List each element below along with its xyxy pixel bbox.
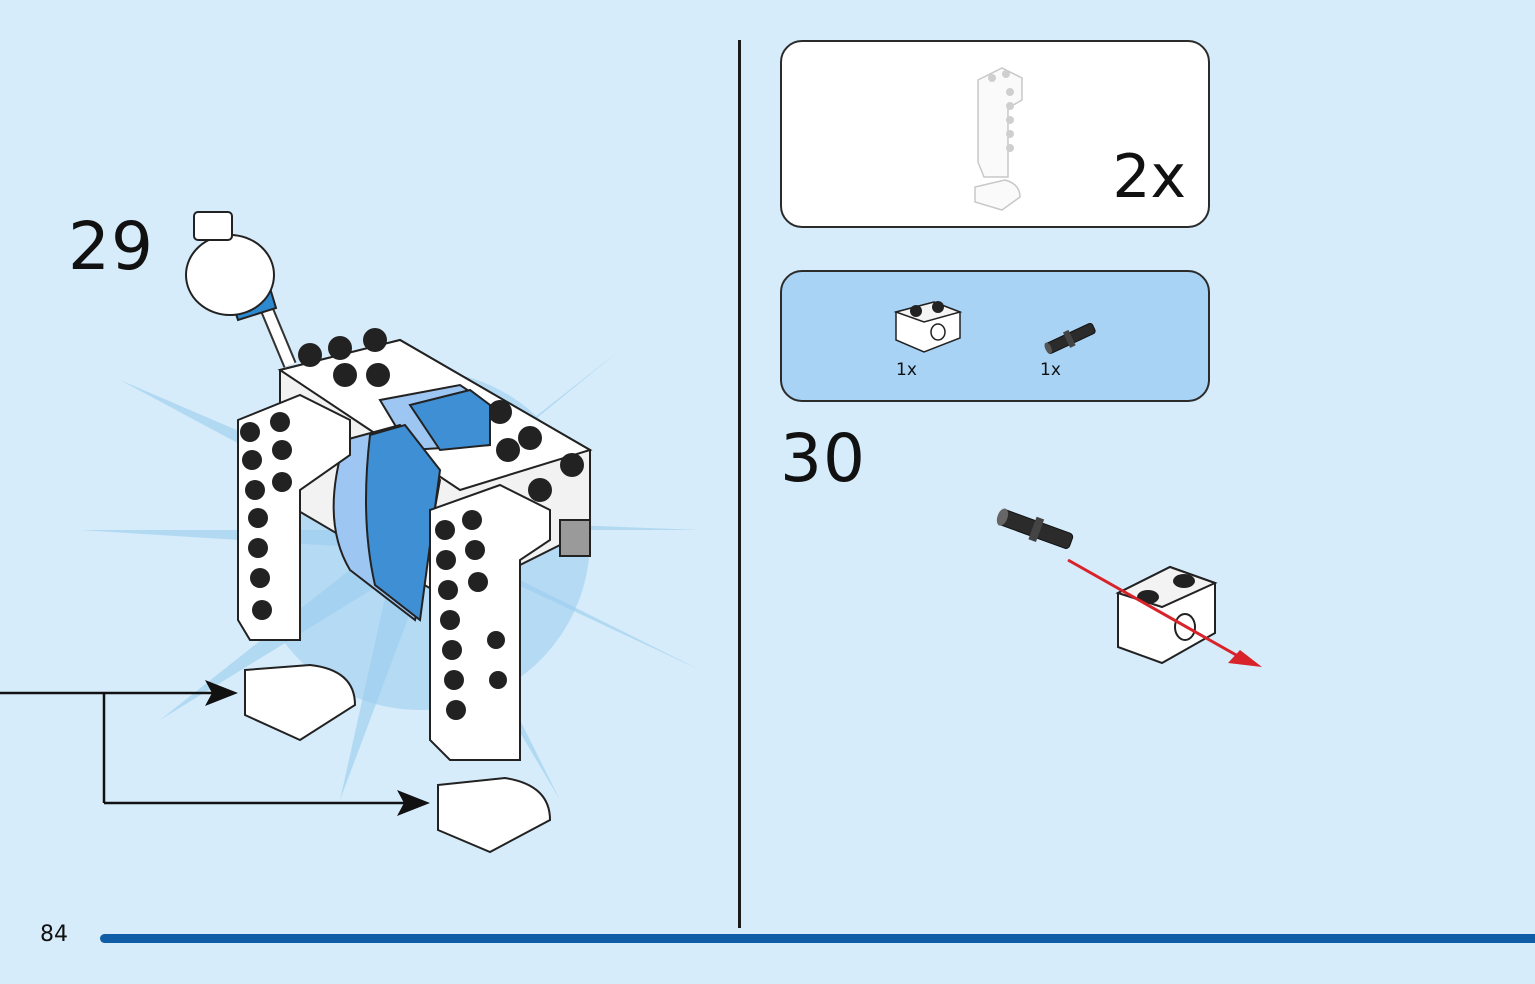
page-divider: [738, 40, 741, 928]
back-leg: [237, 393, 357, 742]
step-30-number: 30: [780, 420, 866, 497]
step-30-illustration: [996, 508, 1262, 667]
tail: [185, 211, 297, 368]
subassembly-callout: 2x: [780, 40, 1210, 228]
placement-arrows: [0, 691, 405, 805]
pin-part: [996, 508, 1074, 549]
page-footer-bar: [100, 934, 1535, 943]
arrow-head-back-foot: [205, 680, 238, 706]
insert-arrow-line: [1067, 558, 1246, 662]
part-2-quantity: 1x: [1040, 360, 1061, 380]
front-leg: [429, 483, 552, 854]
step-29-number: 29: [68, 208, 154, 285]
technic-pin-icon: [1044, 322, 1096, 354]
step-29-illustration: [0, 211, 700, 854]
arrow-head-front-foot: [397, 790, 430, 816]
part-1-quantity: 1x: [896, 360, 917, 380]
parts-list: 1x 1x: [780, 270, 1210, 402]
subassembly-quantity: 2x: [1112, 142, 1186, 212]
subassembly-leg-preview: [974, 67, 1023, 211]
page-number: 84: [40, 922, 68, 947]
insert-arrow-head: [1228, 650, 1262, 667]
technic-brick-icon: [894, 301, 963, 353]
